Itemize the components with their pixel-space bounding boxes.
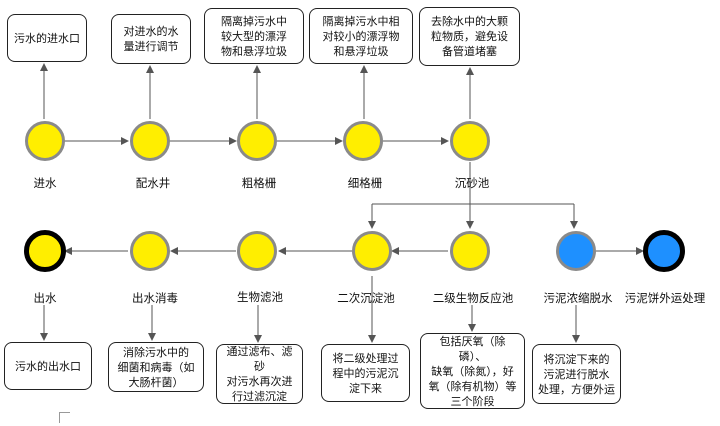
desc-box-biofilter: 通过滤布、滤砂 对污水再次进 行过滤沉淀 [216,344,303,404]
desc-box-grit-chamber: 去除水中的大颗 粒物质，避免设 备管道堵塞 [419,7,520,66]
node-secondary-clarifier [352,231,392,271]
label-disinfection: 出水消毒 [132,291,178,305]
node-biofilter [237,231,277,271]
page-corner-mark [59,412,70,423]
label-inflow: 进水 [33,176,57,190]
node-sludge-dewatering [556,231,596,271]
node-inflow [25,121,65,161]
node-sludge-cake-export [643,230,685,272]
label-grit-chamber: 沉砂池 [454,176,490,190]
node-outflow [24,230,66,272]
label-biofilter: 生物滤池 [237,290,283,304]
label-fine-screen: 细格栅 [347,176,383,190]
label-secondary-clarifier: 二次沉淀池 [337,291,395,305]
label-coarse-screen: 粗格栅 [241,176,277,190]
node-grit-chamber [450,121,490,161]
desc-box-sludge-dewatering: 将沉淀下来的 污泥进行脱水 处理，方便外运 [532,344,621,404]
desc-box-inlet: 污水的进水口 [7,14,87,62]
desc-box-bioreactor: 包括厌氧（除磷）、 缺氧（除氮），好 氧（除有机物）等 三个阶段 [420,333,525,409]
node-fine-screen [343,121,383,161]
node-bioreactor [450,231,490,271]
node-coarse-screen [237,121,277,161]
label-sludge-dewatering: 污泥浓缩脱水 [543,291,613,305]
label-distribution-well: 配水井 [135,176,171,190]
desc-box-disinfection: 消除污水中的 细菌和病毒（如 大肠杆菌） [108,342,204,392]
desc-box-distribution-well: 对进水的水 量进行调节 [111,14,191,64]
label-bioreactor: 二级生物反应池 [432,291,514,305]
desc-box-outflow: 污水的出水口 [4,342,92,390]
node-distribution-well [130,121,170,161]
desc-box-coarse-screen: 隔离掉污水中 较大型的漂浮 物和悬浮垃圾 [204,8,304,64]
label-sludge-cake-export: 污泥饼外运处理 [624,291,706,305]
desc-box-secondary-clarifier: 将二级处理过 程中的污泥沉 淀下来 [321,344,410,402]
label-outflow: 出水 [33,291,57,305]
desc-box-fine-screen: 隔离掉污水中相 对较小的漂浮物 和悬浮垃圾 [309,8,413,64]
node-disinfection [130,231,170,271]
